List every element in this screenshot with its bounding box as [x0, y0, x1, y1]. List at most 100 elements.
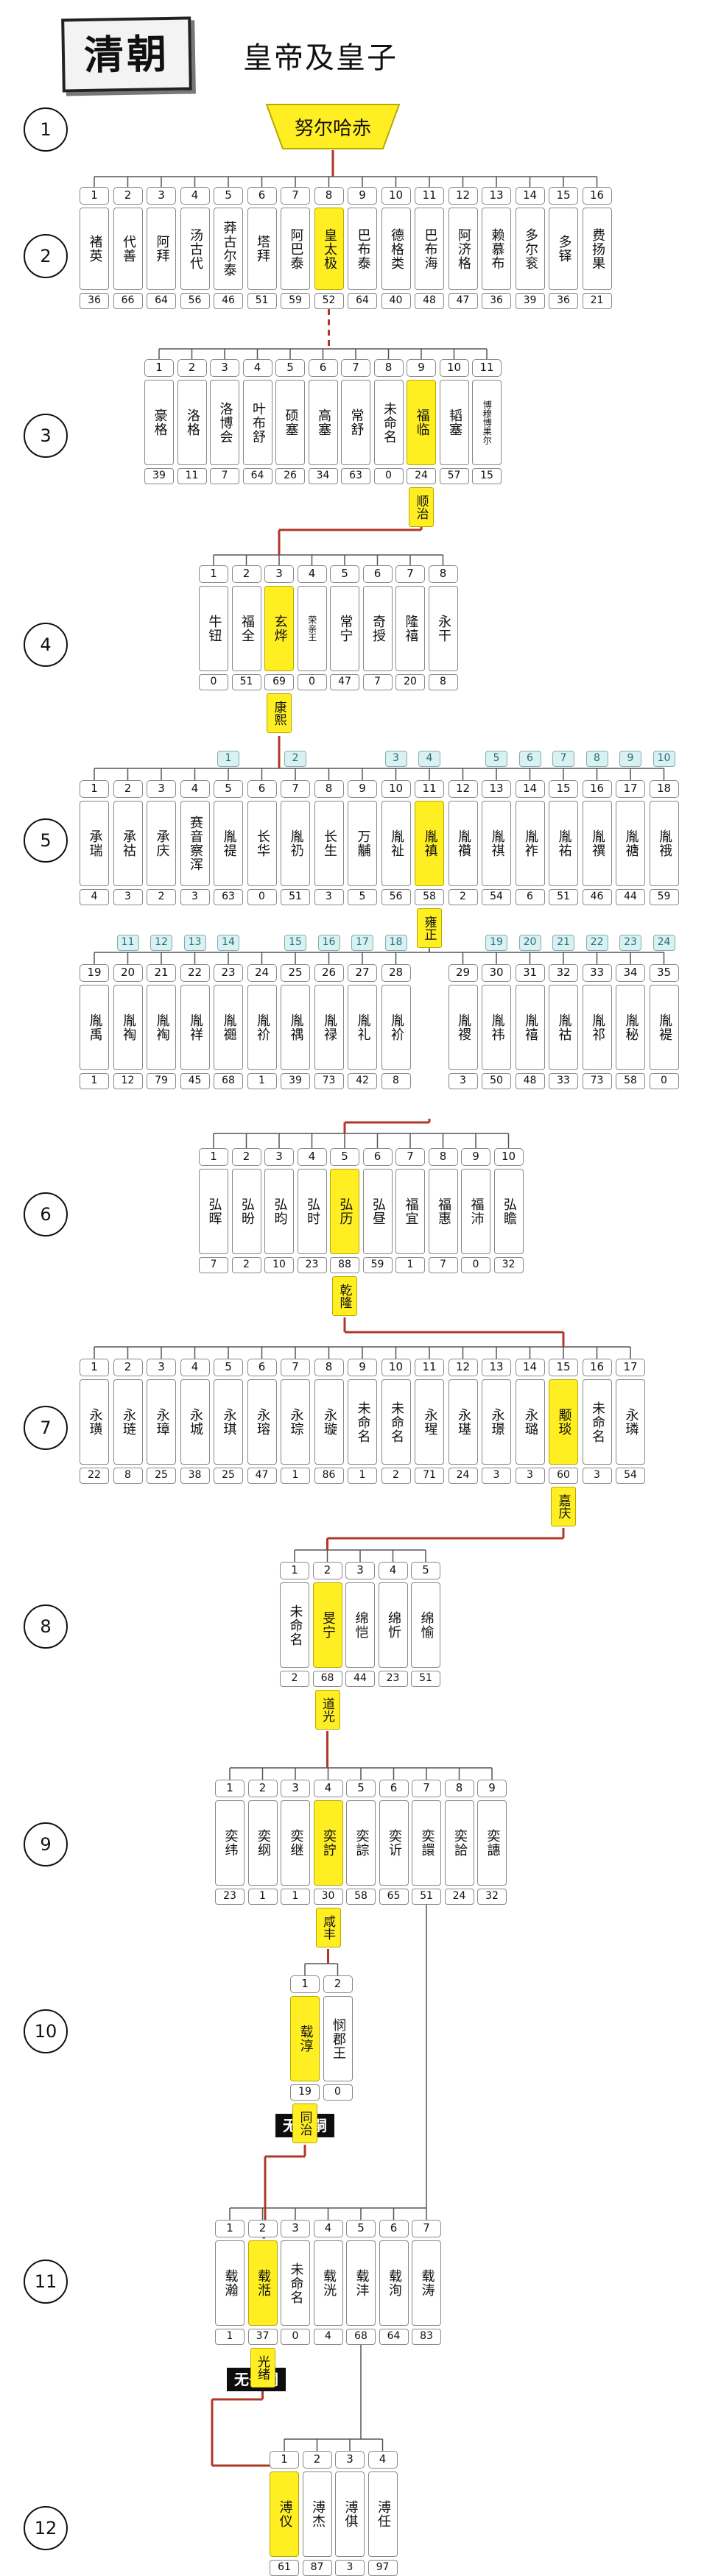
age-at-death: 25	[214, 1468, 243, 1484]
child-rank-number: 26	[314, 964, 344, 982]
child-name: 胤裪	[147, 985, 176, 1070]
page-title: 皇帝及皇子	[243, 41, 398, 75]
child-name: 常宁	[330, 586, 359, 671]
child-rank-number: 9	[348, 780, 377, 798]
child-rank-number: 7	[412, 1780, 441, 1797]
child-name: 永琮	[281, 1379, 310, 1465]
child-rank-number: 2	[177, 359, 207, 377]
age-at-death: 71	[415, 1468, 444, 1484]
generation-marker: 7	[24, 1406, 68, 1450]
age-at-death: 2	[448, 889, 478, 905]
age-at-death: 19	[290, 2084, 320, 2101]
child-rank-number: 1	[80, 187, 109, 205]
mother-rank-badge: 13	[183, 935, 206, 951]
age-at-death: 10	[264, 1257, 294, 1273]
age-at-death: 51	[549, 889, 578, 905]
child-rank-number: 5	[411, 1562, 440, 1579]
age-at-death: 51	[411, 1671, 440, 1687]
generation-marker: 10	[24, 2009, 68, 2053]
age-at-death: 56	[381, 889, 411, 905]
child-name: 奕䜣	[379, 1800, 409, 1886]
age-at-death: 24	[448, 1468, 478, 1484]
child-name: 未命名	[381, 1379, 411, 1465]
child-name: 奕纬	[215, 1800, 245, 1886]
child-name: 胤祄	[247, 985, 277, 1070]
age-at-death: 40	[381, 293, 411, 309]
child-rank-number: 3	[264, 1148, 294, 1166]
child-rank-number: 4	[297, 565, 327, 583]
age-at-death: 6	[515, 889, 545, 905]
age-at-death: 8	[113, 1468, 143, 1484]
generation-marker: 1	[24, 107, 68, 152]
child-rank-number: 11	[415, 1359, 444, 1376]
child-name: 阿济格	[448, 208, 478, 290]
age-at-death: 1	[247, 1073, 277, 1089]
age-at-death: 1	[395, 1257, 425, 1273]
founder-node: 努尔哈赤	[262, 103, 404, 150]
age-at-death: 11	[177, 468, 207, 484]
age-at-death: 97	[367, 2560, 398, 2576]
child-rank-number: 13	[482, 780, 511, 798]
child-rank-number: 6	[247, 187, 277, 205]
age-at-death: 3	[113, 889, 143, 905]
age-at-death: 8	[428, 674, 458, 690]
emperor-name: 胤禛	[415, 801, 444, 886]
generation-marker: 12	[24, 2506, 68, 2550]
generation-marker: 9	[24, 1822, 68, 1866]
child-rank-number: 9	[348, 1359, 377, 1376]
founder-name: 努尔哈赤	[294, 118, 371, 140]
child-rank-number: 8	[314, 187, 344, 205]
age-at-death: 64	[348, 293, 377, 309]
founder-shape	[265, 104, 401, 149]
mother-rank-badge: 21	[552, 935, 574, 951]
age-at-death: 48	[515, 1073, 545, 1089]
child-name: 汤古代	[180, 208, 210, 290]
age-at-death: 54	[482, 889, 511, 905]
child-name: 胤衸	[381, 985, 411, 1070]
emperor-name: 玄烨	[264, 586, 294, 671]
child-rank-number: 12	[448, 780, 478, 798]
age-at-death: 42	[348, 1073, 377, 1089]
age-at-death: 64	[147, 293, 176, 309]
child-name: 博穆博果尔	[472, 380, 502, 465]
age-at-death: 39	[144, 468, 174, 484]
child-name: 多尔衮	[515, 208, 545, 290]
child-name: 万黼	[348, 801, 377, 886]
child-name: 永璂	[448, 1379, 478, 1465]
child-rank-number: 30	[482, 964, 511, 982]
age-at-death: 63	[341, 468, 370, 484]
age-at-death: 79	[147, 1073, 176, 1089]
child-name: 未命名	[373, 380, 404, 465]
child-rank-number: 22	[180, 964, 210, 982]
child-rank-number: 35	[649, 964, 679, 982]
child-name: 悯郡王	[323, 1996, 353, 2081]
child-rank-number: 7	[412, 2220, 441, 2237]
mother-rank-badge: 10	[653, 751, 675, 767]
child-name: 永璋	[147, 1379, 176, 1465]
child-rank-number: 2	[113, 1359, 143, 1376]
child-name: 长生	[314, 801, 344, 886]
age-at-death: 15	[472, 468, 502, 484]
child-rank-number: 5	[330, 1148, 359, 1166]
child-name: 奕誴	[346, 1800, 376, 1886]
child-name: 永干	[428, 586, 458, 671]
age-at-death: 63	[214, 889, 243, 905]
child-rank-number: 13	[482, 1359, 511, 1376]
child-name: 巴布泰	[348, 208, 377, 290]
mother-rank-badge: 5	[485, 751, 507, 767]
child-name: 弘瞻	[493, 1169, 524, 1254]
child-rank-number: 1	[280, 1562, 309, 1579]
child-name: 载沣	[346, 2240, 376, 2326]
age-at-death: 58	[415, 889, 444, 905]
age-at-death: 21	[582, 293, 612, 309]
child-rank-number: 4	[180, 780, 210, 798]
age-at-death: 48	[415, 293, 444, 309]
age-at-death: 39	[515, 293, 545, 309]
child-rank-number: 1	[199, 565, 228, 583]
child-rank-number: 6	[247, 1359, 277, 1376]
age-at-death: 1	[281, 1468, 310, 1484]
age-at-death: 23	[297, 1257, 327, 1273]
age-at-death: 0	[323, 2084, 353, 2101]
child-rank-number: 7	[281, 187, 310, 205]
child-name: 胤禟	[616, 801, 645, 886]
